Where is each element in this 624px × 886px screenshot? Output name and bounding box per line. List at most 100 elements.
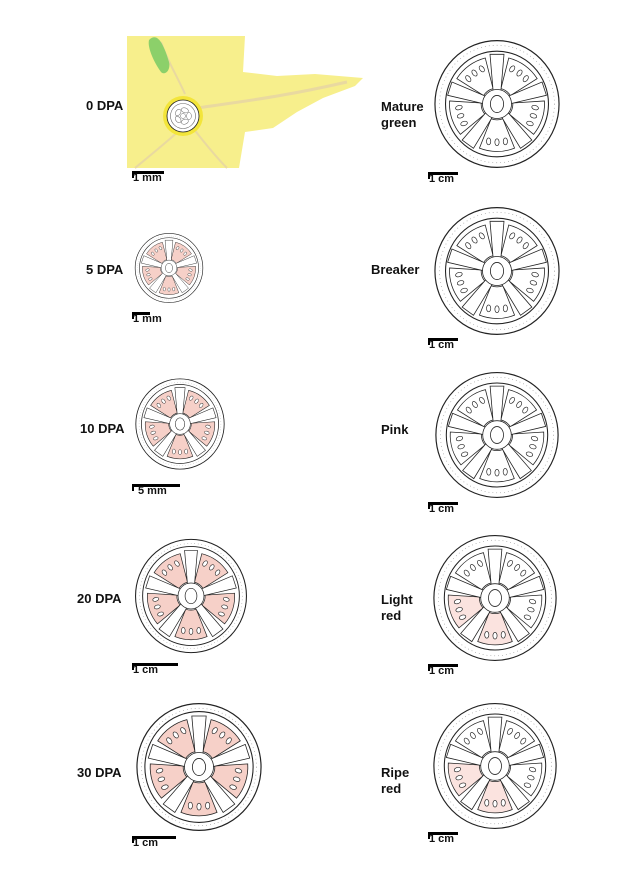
stage-label: 30 DPA	[77, 765, 122, 781]
stage-label: 20 DPA	[77, 591, 122, 607]
seed	[455, 607, 463, 613]
scale-bar-label: 1 cm	[133, 664, 159, 676]
fruit-cross-section	[435, 372, 559, 498]
seed	[204, 430, 210, 435]
seed	[161, 784, 169, 790]
seed	[526, 120, 534, 127]
sepal	[148, 37, 170, 74]
seed	[523, 614, 532, 620]
stage-label: Breaker	[371, 262, 419, 278]
scale-bar-label: 1 cm	[133, 837, 159, 849]
scale-bar-label: 1 cm	[429, 833, 455, 845]
seed	[471, 401, 478, 408]
fruit-cross-section	[433, 535, 557, 661]
seed	[527, 775, 535, 781]
seed	[471, 236, 478, 244]
seed	[153, 436, 159, 441]
seed	[196, 627, 201, 634]
locule	[194, 553, 229, 589]
seed	[494, 468, 500, 477]
seed	[522, 75, 529, 83]
seed	[463, 737, 470, 745]
seed	[188, 268, 193, 272]
seed	[500, 799, 506, 807]
scale-bar-label: 1 cm	[429, 665, 455, 677]
vascular-ring	[137, 235, 201, 301]
seed	[188, 628, 194, 635]
seed	[196, 802, 202, 811]
seed	[167, 287, 171, 292]
seed	[172, 731, 179, 739]
seed	[166, 395, 171, 401]
seed	[507, 560, 513, 567]
seed	[514, 732, 521, 739]
seed	[507, 728, 513, 735]
seed	[218, 611, 225, 617]
core	[490, 262, 504, 280]
seed	[469, 564, 476, 571]
seed	[502, 468, 508, 476]
seed	[522, 242, 529, 250]
seed	[219, 731, 226, 739]
stage-label: 0 DPA	[86, 98, 123, 114]
seed	[463, 569, 470, 577]
fruit-cross-section	[434, 40, 560, 168]
locule	[456, 57, 494, 97]
seed	[183, 251, 187, 256]
seed	[172, 448, 176, 455]
seed	[146, 273, 151, 277]
seed	[225, 737, 232, 745]
stage-label: Ripe red	[381, 765, 409, 797]
seed	[156, 402, 161, 408]
locule	[500, 57, 538, 97]
stage-label-line: Light	[381, 592, 413, 607]
stage-label: Light red	[381, 592, 413, 624]
seed	[157, 611, 164, 617]
locule	[498, 720, 536, 759]
locule	[454, 552, 492, 591]
seed	[455, 104, 463, 111]
core	[488, 589, 502, 607]
seed	[523, 782, 532, 788]
seed	[187, 273, 192, 277]
seed	[522, 406, 529, 414]
stage-label-line: Mature	[381, 99, 424, 114]
seed	[528, 766, 537, 773]
seed	[214, 569, 221, 576]
seed	[486, 137, 492, 146]
stage-label: 5 DPA	[86, 262, 123, 278]
seed	[175, 246, 180, 251]
seed	[477, 728, 483, 735]
vascular-ring	[440, 376, 554, 494]
seed	[530, 435, 539, 442]
scale-bar-label: 5 mm	[138, 485, 167, 497]
seed	[453, 598, 462, 605]
seed	[525, 451, 534, 457]
seed	[486, 304, 492, 313]
seed	[166, 737, 173, 745]
seed	[460, 451, 469, 457]
seed	[150, 430, 156, 435]
stage-label-line: green	[381, 115, 417, 130]
scale-bar-label: 1 cm	[429, 503, 455, 515]
seed	[502, 137, 508, 146]
core	[165, 263, 173, 273]
seed	[528, 598, 537, 605]
seed	[181, 627, 186, 634]
seed	[465, 406, 472, 414]
locule	[157, 719, 196, 760]
stage-label-line: red	[381, 781, 402, 796]
seed	[465, 242, 472, 250]
seed	[453, 766, 462, 773]
core	[490, 95, 504, 113]
seed	[161, 398, 166, 404]
seed	[149, 424, 155, 429]
stage-label-line: 20 DPA	[77, 591, 122, 606]
seed	[529, 113, 538, 119]
seed	[152, 597, 160, 602]
stage-label-line: red	[381, 608, 402, 623]
seed	[174, 560, 180, 567]
vascular-ring	[138, 381, 222, 467]
seed	[172, 287, 176, 292]
seed	[492, 631, 498, 640]
